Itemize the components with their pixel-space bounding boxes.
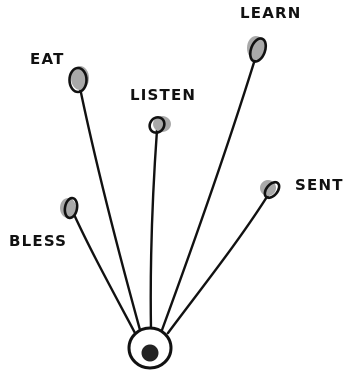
- branch-line-sent: [168, 192, 270, 333]
- label-listen: LISTEN: [130, 86, 196, 104]
- branch-line-listen: [151, 130, 157, 330]
- eye-pupil: [142, 345, 159, 362]
- node-listen: [147, 114, 171, 135]
- eye-icon: [129, 328, 171, 368]
- node-sent: [260, 180, 282, 201]
- branch-line-eat: [80, 88, 140, 330]
- label-sent: SENT: [295, 176, 344, 194]
- node-eat: [70, 66, 90, 92]
- node-learn: [247, 36, 269, 64]
- label-learn: LEARN: [240, 4, 302, 22]
- label-eat: EAT: [30, 50, 65, 68]
- label-bless: BLESS: [9, 232, 67, 250]
- branch-line-bless: [72, 210, 136, 335]
